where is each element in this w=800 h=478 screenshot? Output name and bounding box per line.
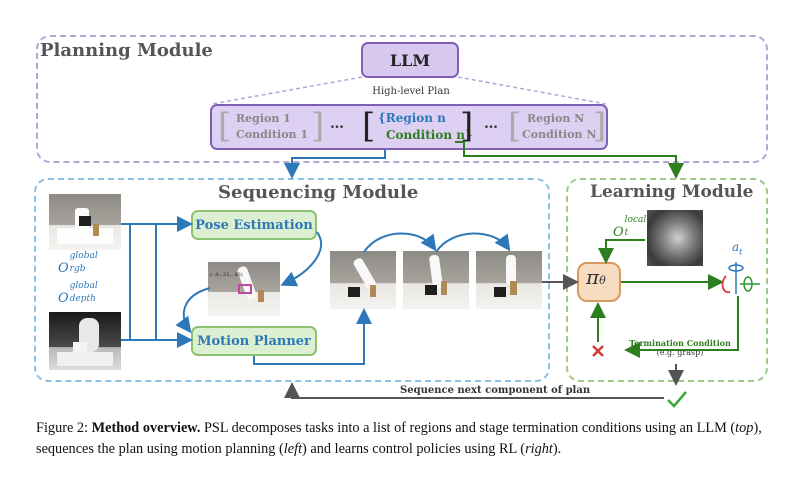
motion-planner-label: Motion Planner xyxy=(197,333,311,349)
trajectory-arc-2 xyxy=(435,232,511,253)
action-to-termination-line xyxy=(624,296,739,358)
planner-to-trajectory-arrow xyxy=(253,308,372,365)
termination-example: (e.g. grasp) xyxy=(656,348,704,357)
high-level-plan-box xyxy=(210,104,608,150)
condition-to-learning-arrow xyxy=(455,141,684,179)
local-obs-to-policy-arrow xyxy=(598,239,645,264)
rgb-obs-base: O xyxy=(58,261,69,276)
action-base: a xyxy=(732,240,740,254)
termination-condition-label: Termination Condition (e.g. grasp) xyxy=(620,338,740,358)
trajectory-frame-1 xyxy=(330,251,396,309)
caption-prefix: Figure 2: xyxy=(36,420,92,436)
depth-obs-sub: depth xyxy=(69,294,96,304)
trajectory-arc-1 xyxy=(363,232,437,253)
action-rotation-icon xyxy=(721,262,760,294)
caption-seg4: ). xyxy=(552,441,562,457)
caption-seg1: PSL decomposes tasks into a list of regi… xyxy=(200,420,736,436)
rgb-obs-sup: global xyxy=(69,251,98,261)
region-N-bracket-close: ] xyxy=(593,106,607,146)
local-obs-base: O xyxy=(613,225,624,240)
condition-n-label: Condition n} xyxy=(386,128,473,142)
high-level-plan-label: High-level Plan xyxy=(372,86,450,97)
caption-seg3: ) and learns control policies using RL ( xyxy=(302,441,526,457)
llm-fan-left xyxy=(211,76,363,105)
caption-top: top xyxy=(735,420,754,436)
image-to-planner-curve xyxy=(175,287,211,334)
sequence-next-arrow xyxy=(284,382,664,399)
action-sub: t xyxy=(739,247,743,257)
depth-observation-image xyxy=(49,312,121,370)
region-n-bracket-close: ] xyxy=(460,106,474,146)
pose-estimation-box: Pose Estimation xyxy=(191,210,317,240)
pose-to-image-curve xyxy=(280,231,323,287)
planning-module-box xyxy=(36,35,768,163)
sequencing-module-box xyxy=(34,178,550,382)
local-observation-image xyxy=(647,210,703,266)
region-N-label: Region N xyxy=(527,112,585,125)
region-N-bracket-open: [ xyxy=(508,106,522,146)
learning-module-title: Learning Module xyxy=(590,182,754,202)
ellipsis-right: … xyxy=(484,116,498,132)
llm-fan-right xyxy=(457,76,607,105)
figure-caption: Figure 2: Method overview. PSL decompose… xyxy=(36,418,776,460)
termination-title: Termination Condition xyxy=(629,338,731,348)
trajectory-frame-2 xyxy=(403,251,469,309)
llm-label: LLM xyxy=(389,50,431,70)
caption-right: right xyxy=(525,441,553,457)
region-to-sequencing-arrow xyxy=(284,150,386,179)
condition-1-label: Condition 1 xyxy=(236,128,309,141)
trajectory-frame-3 xyxy=(476,251,542,309)
region-n-bracket-open: [ xyxy=(362,106,376,146)
policy-sub: θ xyxy=(599,274,606,287)
fail-cross-icon xyxy=(592,345,604,357)
sequencing-module-title: Sequencing Module xyxy=(218,182,419,203)
policy-base: π xyxy=(586,265,600,289)
success-check-icon xyxy=(667,391,687,408)
action-label: at xyxy=(732,240,742,256)
local-obs-sup: local xyxy=(624,215,647,225)
sequence-next-label: Sequence next component of plan xyxy=(400,385,591,396)
policy-label: πθ xyxy=(586,265,606,289)
region-1-bracket-open: [ xyxy=(218,106,232,146)
depth-obs-sup: global xyxy=(69,281,98,291)
rgb-observation-image xyxy=(49,194,121,250)
region-n-label: {Region n xyxy=(378,111,446,125)
condition-n-text: Condition n xyxy=(386,128,465,142)
rgb-obs-sub: rgb xyxy=(69,264,86,274)
planning-module-title: Planning Module xyxy=(40,40,213,61)
caption-seg2: ), sequences the plan using motion plann… xyxy=(36,420,762,457)
ellipsis-left: … xyxy=(330,116,344,132)
region-n-text: Region n xyxy=(385,111,446,125)
motion-planner-box: Motion Planner xyxy=(191,326,317,356)
local-obs-sub: t xyxy=(624,228,629,238)
pose-estimate-image: (-.4,-.31,..43) xyxy=(208,262,280,316)
llm-box: LLM xyxy=(361,42,459,78)
caption-left: left xyxy=(283,441,303,457)
region-1-bracket-close: ] xyxy=(311,106,325,146)
pose-readout: (-.4,-.31,..43) xyxy=(210,272,243,278)
depth-obs-base: O xyxy=(58,291,69,306)
caption-bold: Method overview. xyxy=(91,420,201,436)
pose-estimation-label: Pose Estimation xyxy=(195,217,313,233)
condition-N-label: Condition N xyxy=(522,128,597,141)
region-1-label: Region 1 xyxy=(236,112,291,125)
